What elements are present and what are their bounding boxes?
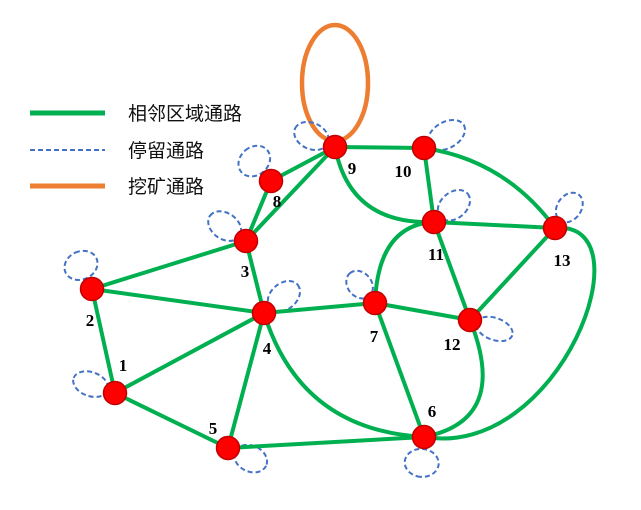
node-12	[457, 307, 483, 333]
node-3	[233, 228, 259, 254]
edge-4-6	[262, 312, 425, 439]
edge-4-5	[226, 312, 266, 449]
legend-label-stay: 停留通路	[128, 140, 204, 162]
node-label-2: 2	[86, 311, 95, 330]
edge-7-12	[374, 301, 471, 322]
edge-10-11	[422, 147, 436, 223]
node-label-6: 6	[428, 402, 437, 421]
node-9	[322, 134, 348, 160]
edge-3-9	[244, 145, 337, 243]
node-10	[411, 135, 437, 161]
node-8	[258, 168, 284, 194]
node-6	[411, 424, 437, 450]
node-13	[542, 215, 568, 241]
edge-13-12	[468, 226, 557, 322]
node-label-9: 9	[348, 159, 357, 178]
node-label-7: 7	[370, 327, 379, 346]
legend-label-mining: 挖矿通路	[128, 176, 204, 198]
edge-2-3	[91, 239, 247, 291]
stay-loop-5	[233, 443, 269, 474]
node-label-4: 4	[263, 339, 272, 358]
node-label-10: 10	[395, 162, 412, 181]
edge-10-13	[423, 146, 557, 230]
node-2	[79, 276, 105, 302]
node-label-13: 13	[554, 251, 571, 270]
edge-2-4	[91, 287, 265, 315]
node-4	[251, 300, 277, 326]
edge-1-5	[114, 391, 229, 450]
stay-loop-1	[72, 370, 110, 398]
edge-1-2	[90, 288, 117, 394]
node-label-3: 3	[241, 262, 250, 281]
edge-11-12	[432, 221, 472, 321]
stay-loop-6	[403, 447, 440, 478]
edge-12-6	[423, 319, 485, 439]
edge-7-6	[373, 302, 426, 438]
mining-loops	[299, 22, 371, 144]
edge-4-7	[263, 301, 376, 315]
node-label-8: 8	[273, 192, 282, 211]
node-label-12: 12	[444, 335, 461, 354]
mining-loop-9	[299, 22, 371, 144]
edge-13-6	[423, 225, 597, 441]
node-label-1: 1	[119, 356, 128, 375]
node-label-11: 11	[428, 245, 444, 264]
adjacent-edges	[90, 145, 597, 450]
legend: 相邻区域通路 停留通路 挖矿通路	[30, 103, 242, 198]
edge-3-4	[244, 240, 266, 314]
nodes	[79, 134, 568, 461]
edge-11-7	[373, 220, 435, 304]
node-11	[421, 209, 447, 235]
stay-loop-12	[475, 315, 514, 343]
node-label-5: 5	[209, 419, 218, 438]
node-5	[215, 435, 241, 461]
node-7	[362, 290, 388, 316]
edge-1-4	[114, 311, 265, 395]
edge-9-11	[333, 146, 435, 225]
edge-9-10	[334, 145, 425, 150]
node-1	[102, 380, 128, 406]
legend-label-adjacent: 相邻区域通路	[128, 103, 242, 125]
edge-5-6	[227, 435, 425, 450]
edge-11-13	[433, 220, 556, 230]
